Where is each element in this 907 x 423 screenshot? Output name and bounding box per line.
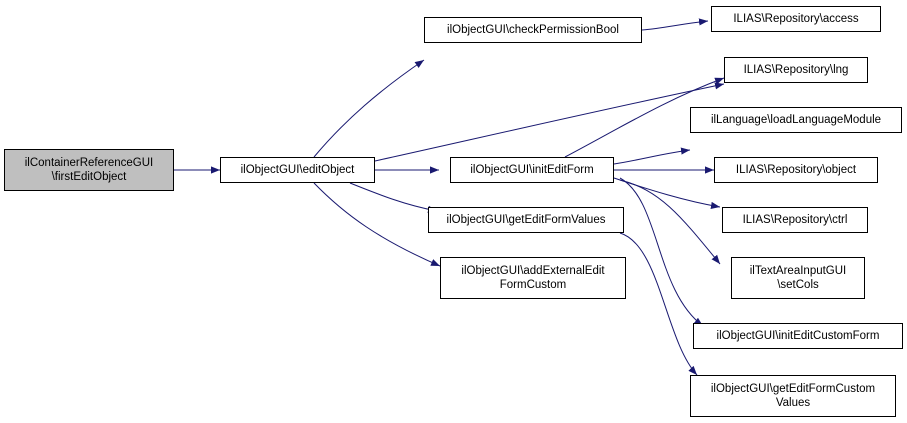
node-init-edit-custom-form[interactable]: ilObjectGUI\initEditCustomForm [693, 323, 903, 349]
node-repository-ctrl-label: ILIAS\Repository\ctrl [742, 214, 848, 226]
node-init-edit-custom-form-label: ilObjectGUI\initEditCustomForm [716, 330, 880, 342]
node-repository-object[interactable]: ILIAS\Repository\object [714, 157, 878, 183]
node-init-edit-form[interactable]: ilObjectGUI\initEditForm [450, 157, 614, 183]
node-load-language-module-label: ilLanguage\loadLanguageModule [710, 114, 882, 126]
node-repository-lng-label: ILIAS\Repository\lng [743, 64, 849, 76]
edge-init-to-loadlang [613, 147, 691, 165]
node-edit-object[interactable]: ilObjectGUI\editObject [220, 157, 375, 183]
node-first-edit-object-label: ilContainerReferenceGUI \firstEditObject [24, 157, 154, 183]
edge-getvalues-to-customvalues [619, 232, 698, 376]
node-repository-access[interactable]: ILIAS\Repository\access [711, 6, 881, 32]
node-get-edit-form-values[interactable]: ilObjectGUI\getEditFormValues [428, 207, 624, 233]
node-check-permission-bool[interactable]: ilObjectGUI\checkPermissionBool [424, 17, 642, 43]
edge-edit-to-getvalues [349, 182, 438, 213]
node-repository-lng[interactable]: ILIAS\Repository\lng [724, 57, 868, 83]
node-edit-object-label: ilObjectGUI\editObject [240, 164, 355, 176]
node-get-edit-form-values-label: ilObjectGUI\getEditFormValues [446, 214, 606, 226]
edge-edit-to-check [313, 59, 425, 158]
node-repository-access-label: ILIAS\Repository\access [733, 13, 859, 25]
node-init-edit-form-label: ilObjectGUI\initEditForm [470, 164, 594, 176]
node-add-external-edit-form-custom[interactable]: ilObjectGUI\addExternalEdit FormCustom [440, 257, 626, 299]
edge-edit-to-lng [374, 82, 725, 162]
node-first-edit-object[interactable]: ilContainerReferenceGUI \firstEditObject [4, 149, 174, 191]
node-get-edit-form-custom-values-label: ilObjectGUI\getEditFormCustom Values [710, 383, 876, 409]
node-get-edit-form-custom-values[interactable]: ilObjectGUI\getEditFormCustom Values [690, 375, 896, 417]
node-text-area-set-cols[interactable]: ilTextAreaInputGUI \setCols [731, 257, 865, 299]
edge-init-to-setcols [619, 179, 721, 265]
edge-init-to-customform [619, 177, 704, 327]
edge-init-to-ctrl [613, 177, 721, 210]
edge-edit-to-addext [313, 182, 441, 267]
edge-init-to-lng [564, 77, 725, 158]
node-repository-ctrl[interactable]: ILIAS\Repository\ctrl [722, 207, 868, 233]
node-add-external-edit-form-custom-label: ilObjectGUI\addExternalEdit FormCustom [461, 265, 605, 291]
node-check-permission-bool-label: ilObjectGUI\checkPermissionBool [447, 24, 619, 36]
node-load-language-module[interactable]: ilLanguage\loadLanguageModule [690, 107, 902, 133]
edge-check-to-access [641, 18, 709, 31]
node-repository-object-label: ILIAS\Repository\object [735, 164, 857, 176]
node-text-area-set-cols-label: ilTextAreaInputGUI \setCols [749, 265, 847, 291]
